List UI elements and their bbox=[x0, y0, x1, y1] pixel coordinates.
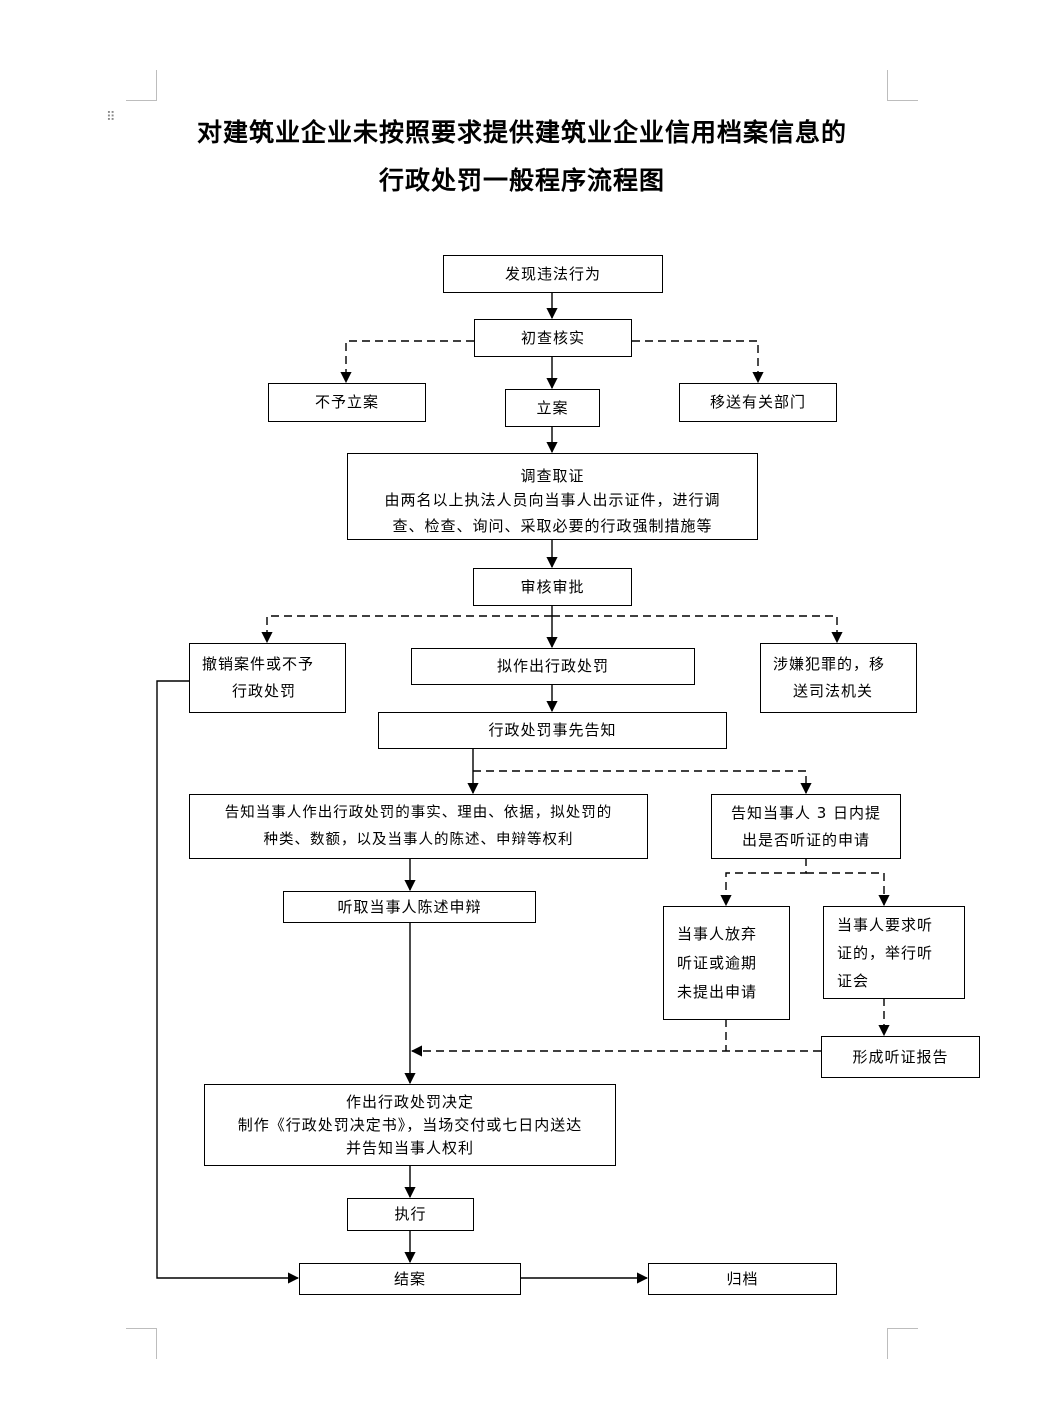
node-notify-facts-line-1: 告知当事人作出行政处罚的事实、理由、依据，拟处罚的 bbox=[224, 804, 613, 821]
node-review-approve: 审核审批 bbox=[473, 568, 632, 606]
node-transfer-departments: 移送有关部门 bbox=[679, 383, 837, 422]
node-prior-notice-text: 行政处罚事先告知 bbox=[488, 721, 617, 739]
crop-mark-top-right bbox=[887, 70, 918, 101]
node-hearing-report: 形成听证报告 bbox=[821, 1036, 980, 1078]
node-investigate-line-1: 由两名以上执法人员向当事人出示证件，进行调 bbox=[384, 491, 721, 509]
crop-mark-bottom-left bbox=[126, 1328, 157, 1359]
node-proposed-penalty: 拟作出行政处罚 bbox=[411, 648, 695, 685]
node-file-case: 立案 bbox=[505, 389, 600, 427]
node-prior-notice: 行政处罚事先告知 bbox=[378, 712, 727, 749]
node-close-case: 结案 bbox=[299, 1263, 521, 1295]
node-criminal-transfer-line-2: 送司法机关 bbox=[793, 682, 874, 700]
page-title-line-2: 行政处罚一般程序流程图 bbox=[378, 166, 665, 195]
node-revoke-case: 撤销案件或不予 行政处罚 bbox=[189, 643, 346, 713]
node-revoke-case-line-1: 撤销案件或不予 bbox=[202, 655, 315, 673]
node-archive: 归档 bbox=[648, 1263, 837, 1295]
node-execute-text: 执行 bbox=[394, 1205, 427, 1223]
node-request-hearing-line-2: 证的，举行听 bbox=[837, 943, 934, 962]
node-criminal-transfer-line-1: 涉嫌犯罪的，移 bbox=[773, 655, 886, 673]
node-preliminary-check: 初查核实 bbox=[474, 319, 632, 357]
node-archive-text: 归档 bbox=[726, 1269, 759, 1288]
node-hear-statement-text: 听取当事人陈述申辩 bbox=[337, 897, 482, 916]
node-waive-hearing-line-3: 未提出申请 bbox=[677, 982, 758, 1001]
node-file-case-text: 立案 bbox=[536, 398, 569, 417]
node-decision-line-1: 作出行政处罚决定 bbox=[345, 1092, 474, 1111]
node-decision-line-3: 并告知当事人权利 bbox=[345, 1138, 474, 1157]
node-close-case-text: 结案 bbox=[393, 1269, 426, 1288]
node-decision-line-2: 制作《行政处罚决定书》，当场交付或七日内送达 bbox=[237, 1115, 583, 1134]
node-investigate-title: 调查取证 bbox=[520, 467, 585, 485]
node-hear-statement: 听取当事人陈述申辩 bbox=[283, 891, 536, 923]
node-notify-hearing-line-1: 告知当事人 3 日内提 bbox=[730, 803, 882, 822]
node-preliminary-check-text: 初查核实 bbox=[520, 328, 585, 347]
node-execute: 执行 bbox=[347, 1198, 474, 1231]
node-discover-violation: 发现违法行为 bbox=[443, 255, 663, 293]
node-no-case: 不予立案 bbox=[268, 383, 426, 422]
node-hearing-report-text: 形成听证报告 bbox=[852, 1047, 949, 1066]
node-review-approve-text: 审核审批 bbox=[520, 577, 585, 596]
crop-mark-top-left bbox=[126, 70, 157, 101]
node-transfer-departments-text: 移送有关部门 bbox=[709, 393, 806, 411]
node-notify-hearing: 告知当事人 3 日内提 出是否听证的申请 bbox=[711, 794, 901, 859]
node-notify-facts-line-2: 种类、数额，以及当事人的陈述、申辩等权利 bbox=[263, 831, 574, 848]
node-discover-violation-text: 发现违法行为 bbox=[504, 264, 601, 283]
drag-handle-icon[interactable]: ⠿ bbox=[106, 110, 117, 125]
node-waive-hearing: 当事人放弃 听证或逾期 未提出申请 bbox=[663, 906, 790, 1020]
node-investigate: 调查取证 由两名以上执法人员向当事人出示证件，进行调 查、检查、询问、采取必要的… bbox=[347, 453, 758, 540]
node-decision: 作出行政处罚决定 制作《行政处罚决定书》，当场交付或七日内送达 并告知当事人权利 bbox=[204, 1084, 616, 1166]
node-waive-hearing-line-2: 听证或逾期 bbox=[677, 953, 758, 972]
page-title-line-1: 对建筑业企业未按照要求提供建筑业企业信用档案信息的 bbox=[196, 118, 847, 147]
node-waive-hearing-line-1: 当事人放弃 bbox=[677, 924, 758, 943]
node-investigate-line-2: 查、检查、询问、采取必要的行政强制措施等 bbox=[392, 517, 713, 535]
node-no-case-text: 不予立案 bbox=[314, 393, 379, 411]
node-request-hearing: 当事人要求听 证的，举行听 证会 bbox=[823, 906, 965, 999]
node-proposed-penalty-text: 拟作出行政处罚 bbox=[496, 657, 609, 675]
node-revoke-case-line-2: 行政处罚 bbox=[232, 682, 297, 700]
node-notify-hearing-line-2: 出是否听证的申请 bbox=[741, 830, 870, 849]
crop-mark-bottom-right bbox=[887, 1328, 918, 1359]
node-request-hearing-line-1: 当事人要求听 bbox=[837, 915, 934, 934]
node-notify-facts: 告知当事人作出行政处罚的事实、理由、依据，拟处罚的 种类、数额，以及当事人的陈述… bbox=[189, 794, 648, 859]
node-request-hearing-line-3: 证会 bbox=[837, 971, 870, 990]
node-criminal-transfer: 涉嫌犯罪的，移 送司法机关 bbox=[760, 643, 917, 713]
